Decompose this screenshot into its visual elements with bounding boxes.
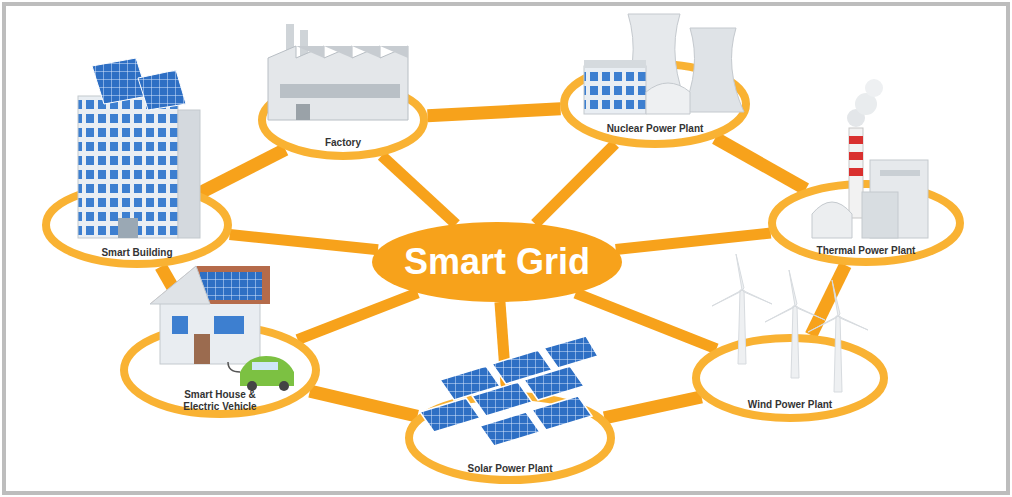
grid-link (604, 397, 701, 418)
frame (4, 4, 1008, 493)
grid-link (427, 109, 560, 116)
site-circle: Nuclear Power Plant (560, 60, 750, 148)
grid-link (230, 235, 378, 250)
site-circle: Smart House & Electric Vehicle (120, 322, 320, 418)
grid-link (535, 144, 615, 224)
site-label: Smart House & Electric Vehicle (170, 389, 270, 412)
site-label: Nuclear Power Plant (607, 123, 704, 135)
grid-link (200, 149, 285, 192)
site-circle: Wind Power Plant (692, 334, 888, 422)
site-circle: Thermal Power Plant (768, 180, 964, 266)
hub-title: Smart Grid (404, 241, 590, 282)
site-circle: Factory (258, 80, 428, 160)
site-circle: Solar Power Plant (405, 392, 615, 484)
site-label: Thermal Power Plant (817, 245, 916, 257)
grid-link (298, 293, 418, 340)
ellipse-outline (258, 80, 428, 160)
grid-link (310, 391, 418, 416)
site-label: Smart Building (101, 247, 172, 259)
site-label: Factory (325, 137, 361, 149)
site-label: Wind Power Plant (748, 399, 832, 411)
ellipse-outline (560, 60, 750, 148)
grid-link (811, 265, 845, 335)
grid-link (616, 233, 771, 249)
grid-link (576, 293, 717, 349)
grid-link (715, 138, 806, 189)
hub-ellipse: Smart Grid (372, 222, 622, 302)
site-circle: Smart Building (42, 182, 232, 268)
grid-link (382, 156, 456, 225)
site-label: Solar Power Plant (467, 463, 552, 475)
grid-link (500, 302, 507, 392)
grid-link (161, 267, 194, 324)
